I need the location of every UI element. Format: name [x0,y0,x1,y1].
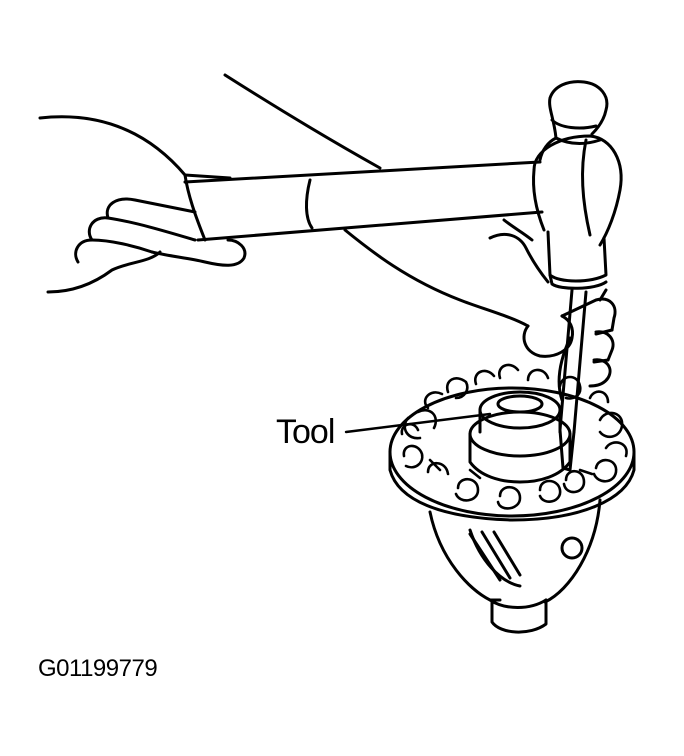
left-hand [38,115,247,294]
right-hand [343,218,617,402]
tool-callout-label: Tool [276,413,335,451]
figure-id: G01199779 [38,655,158,682]
ring-gear-bolt-holes [400,363,628,510]
side-bearing-hub [468,390,572,484]
hammer [183,73,623,290]
differential-case [388,386,636,634]
punch-tool [558,288,588,472]
tool-leader-line [344,412,492,434]
